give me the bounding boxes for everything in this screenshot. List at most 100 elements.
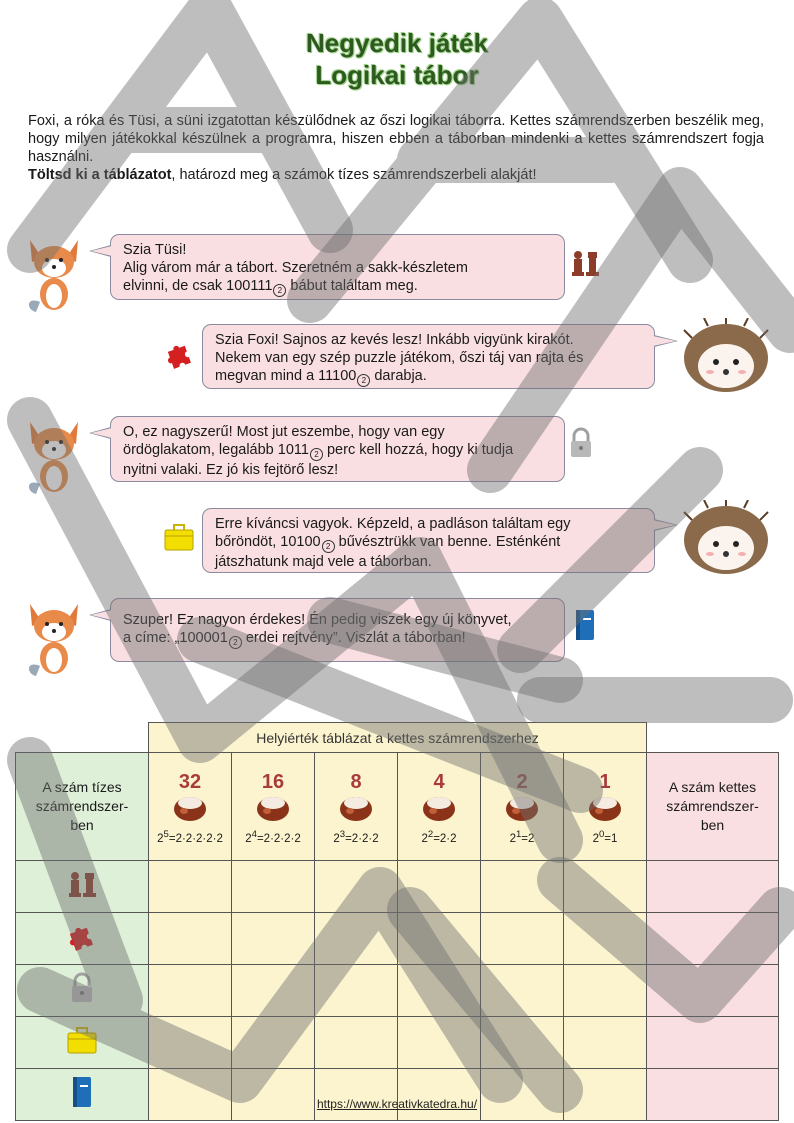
answer-cell[interactable] — [563, 964, 647, 1017]
power-expression: 24=2·2·2·2 — [232, 829, 314, 845]
answer-cell[interactable] — [148, 964, 232, 1017]
dialog-5-number: a címe: „100001 — [123, 630, 228, 646]
fox-character-3 — [28, 604, 78, 676]
answer-cell[interactable] — [563, 1068, 647, 1121]
power-expression: 21=2 — [481, 829, 563, 845]
power-expansion: =1 — [604, 832, 618, 845]
power-exponent: 3 — [339, 828, 346, 840]
answer-cell[interactable] — [480, 1016, 564, 1069]
chestnut-icon — [423, 796, 455, 821]
chestnut-icon — [589, 796, 621, 821]
dialog-bubble-2: Szia Foxi! Sajnos az kevés lesz! Inkább … — [202, 324, 678, 389]
power-base: 2 — [509, 832, 516, 845]
power-expansion: =2·2·2·2·2 — [168, 832, 223, 845]
power-base: 2 — [421, 832, 428, 845]
chestnut-icon — [340, 796, 372, 821]
power-exponent: 1 — [515, 828, 522, 840]
answer-cell[interactable] — [231, 1068, 315, 1121]
chess-pieces-icon — [69, 872, 96, 897]
row-icon-cell — [15, 860, 149, 913]
dialog-bubble-3: O, ez nagyszerű! Most jut eszembe, hogy … — [89, 416, 565, 482]
answer-cell[interactable] — [480, 1068, 564, 1121]
dialog-bubble-4: Erre kíváncsi vagyok. Képzeld, a padláso… — [202, 508, 678, 573]
dialog-2-line1: Szia Foxi! Sajnos az kevés lesz! Inkább … — [215, 332, 574, 348]
answer-cell[interactable] — [563, 1016, 647, 1069]
place-value-16: 16 24=2·2·2·2 — [231, 752, 315, 861]
answer-cell[interactable] — [148, 1016, 232, 1069]
answer-cell[interactable] — [646, 1016, 779, 1069]
table-corner-right — [646, 722, 779, 753]
dialog-1-line2: Alig várom már a tábort. Szeretném a sak… — [123, 260, 468, 276]
answer-cell[interactable] — [314, 1016, 398, 1069]
dialog-5-line1: Szuper! Ez nagyon érdekes! Én pedig visz… — [123, 612, 512, 628]
answer-cell[interactable] — [314, 860, 398, 913]
power-expression: 20=1 — [564, 829, 646, 845]
dialog-4-number: bőröndöt, 10100 — [215, 534, 321, 550]
answer-cell[interactable] — [397, 1016, 481, 1069]
answer-cell[interactable] — [231, 964, 315, 1017]
answer-cell[interactable] — [646, 1068, 779, 1121]
dialog-4-line3: játszhatunk majd vele a táborban. — [215, 554, 432, 570]
decimal-column-label: A szám tízes számrendszer-ben — [35, 779, 129, 833]
answer-cell[interactable] — [646, 860, 779, 913]
book-icon — [73, 1077, 91, 1107]
answer-cell[interactable] — [314, 912, 398, 965]
power-base: 2 — [592, 832, 599, 845]
answer-cell[interactable] — [314, 964, 398, 1017]
hedgehog-character-1 — [683, 318, 769, 392]
answer-cell[interactable] — [480, 860, 564, 913]
answer-cell[interactable] — [397, 964, 481, 1017]
answer-cell[interactable] — [231, 912, 315, 965]
power-expression: 23=2·2·2 — [315, 829, 397, 845]
power-exponent: 2 — [427, 828, 434, 840]
answer-cell[interactable] — [480, 964, 564, 1017]
task-rest: , határozd meg a számok tízes számrendsz… — [171, 167, 537, 183]
row-icon-cell — [15, 912, 149, 965]
power-expansion: =2·2·2·2 — [256, 832, 301, 845]
answer-cell[interactable] — [397, 912, 481, 965]
answer-cell[interactable] — [397, 1068, 481, 1121]
table-row — [15, 860, 779, 913]
dialog-2-number: megvan mind a 11100 — [215, 368, 357, 384]
row-icon-cell — [15, 1068, 149, 1121]
answer-cell[interactable] — [148, 912, 232, 965]
padlock-icon — [72, 972, 92, 1002]
table-row — [15, 912, 779, 965]
answer-cell[interactable] — [480, 912, 564, 965]
suitcase-icon — [67, 1027, 97, 1054]
dialog-1-tail: bábut találtam meg. — [286, 278, 418, 294]
answer-cell[interactable] — [231, 860, 315, 913]
footer-link[interactable]: https://www.kreativkatedra.hu/ — [316, 1097, 478, 1111]
dialog-bubble-5: Szuper! Ez nagyon érdekes! Én pedig visz… — [89, 598, 565, 662]
dialog-3-line1: O, ez nagyszerű! Most jut eszembe, hogy … — [123, 424, 445, 440]
answer-cell[interactable] — [148, 1068, 232, 1121]
place-value-number: 16 — [261, 770, 285, 793]
answer-cell[interactable] — [646, 912, 779, 965]
answer-cell[interactable] — [314, 1068, 398, 1121]
power-exponent: 0 — [598, 828, 605, 840]
answer-cell[interactable] — [148, 860, 232, 913]
table-row — [15, 1068, 779, 1121]
row-icon-cell — [15, 964, 149, 1017]
chess-pieces-icon — [572, 251, 599, 276]
chestnut-icon — [174, 796, 206, 821]
answer-cell[interactable] — [563, 912, 647, 965]
table-corner — [16, 723, 149, 753]
base-marker: 2 — [357, 374, 371, 387]
answer-cell[interactable] — [563, 860, 647, 913]
power-base: 2 — [245, 832, 252, 845]
answer-cell[interactable] — [397, 860, 481, 913]
base-marker: 2 — [228, 636, 242, 649]
answer-cell[interactable] — [646, 964, 779, 1017]
power-expression: 25=2·2·2·2·2 — [149, 829, 231, 845]
suitcase-icon — [164, 524, 194, 551]
power-expansion: =2·2 — [433, 832, 457, 845]
answer-cell[interactable] — [231, 1016, 315, 1069]
